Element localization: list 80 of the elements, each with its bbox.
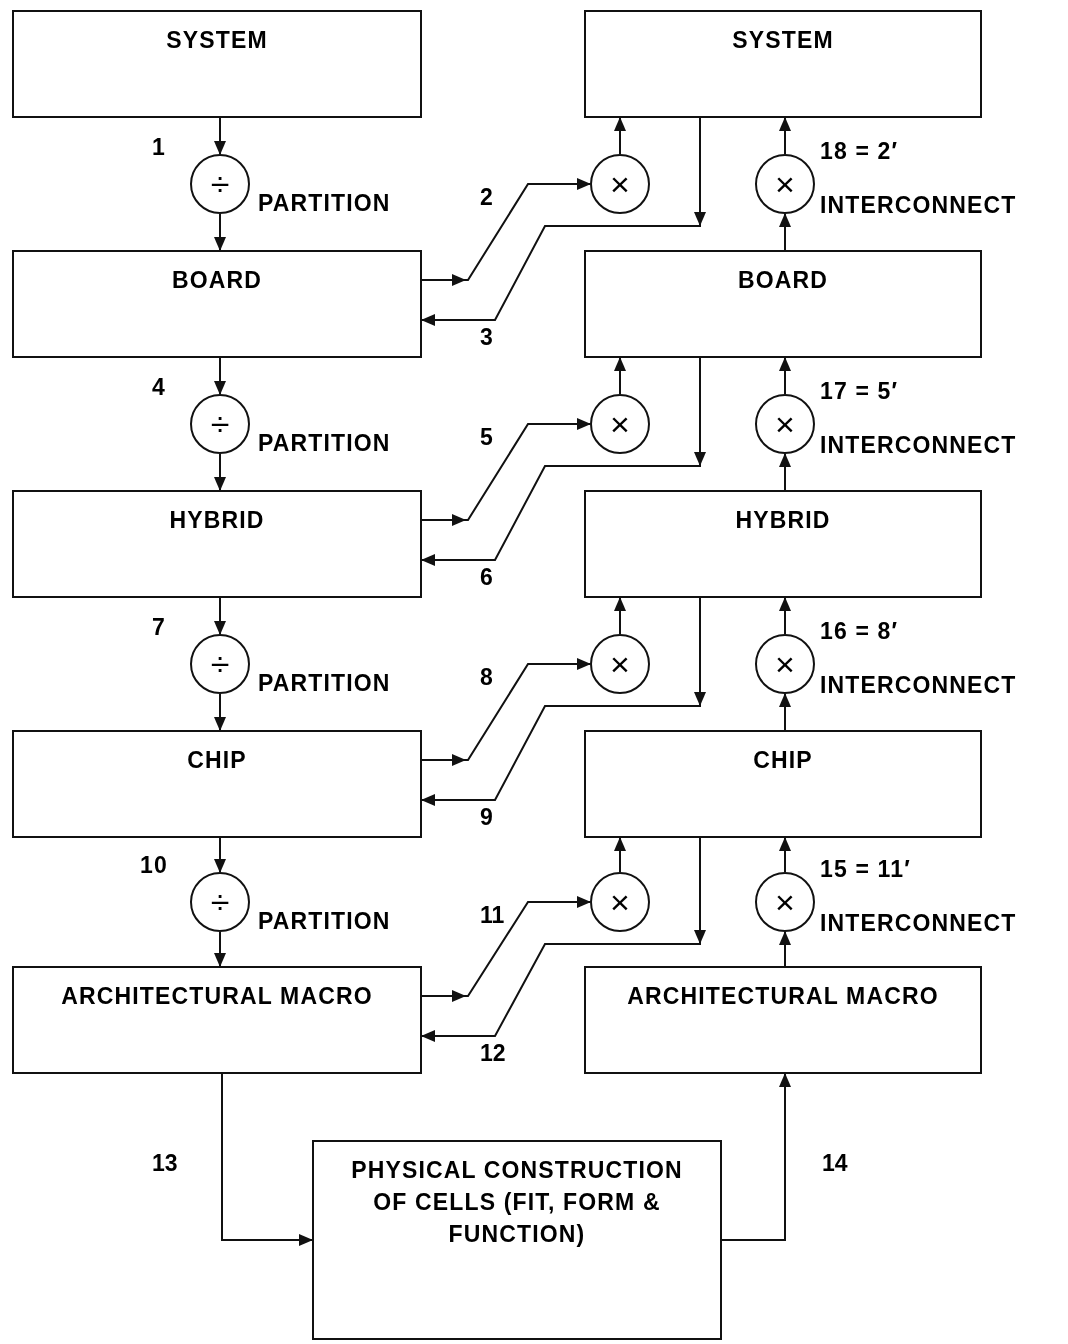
- box-title: ARCHITECTURAL MACRO: [61, 982, 373, 1011]
- arrow: [614, 597, 626, 635]
- arrow: [421, 418, 591, 526]
- operator-symbol: ×: [610, 167, 630, 201]
- level-box: [12, 10, 422, 118]
- arrow: [214, 453, 226, 491]
- arrow: [779, 213, 791, 251]
- operator-symbol: ÷: [210, 407, 230, 441]
- box-title: SYSTEM: [732, 26, 834, 55]
- level-box: [12, 730, 422, 838]
- arrow: [214, 837, 226, 873]
- arrow: [779, 357, 791, 395]
- level-box: [12, 250, 422, 358]
- operator-symbol: ×: [775, 167, 795, 201]
- box-title: SYSTEM: [166, 26, 268, 55]
- operator-symbol: ×: [775, 407, 795, 441]
- operator-symbol: ×: [610, 885, 630, 919]
- box-title: HYBRID: [169, 506, 265, 535]
- step-number: 7: [152, 616, 166, 639]
- step-number: 17 = 5′: [820, 380, 899, 403]
- arrow: [214, 931, 226, 967]
- box-title: HYBRID: [735, 506, 831, 535]
- operator-symbol: ×: [610, 407, 630, 441]
- arrow: [721, 1073, 791, 1241]
- step-label: INTERCONNECT: [820, 434, 1017, 457]
- level-box: [12, 490, 422, 598]
- box-title: CHIP: [187, 746, 247, 775]
- step-number: 15 = 11′: [820, 858, 911, 881]
- step-number: 10: [140, 854, 168, 877]
- arrow: [421, 357, 706, 566]
- arrow: [214, 357, 226, 395]
- step-label: PARTITION: [258, 672, 391, 695]
- arrow: [614, 117, 626, 155]
- box-title: CHIP: [753, 746, 813, 775]
- step-label: PARTITION: [258, 192, 391, 215]
- arrow: [614, 837, 626, 873]
- arrow: [614, 357, 626, 395]
- level-box: [584, 730, 982, 838]
- arrow: [779, 931, 791, 967]
- step-number: 1: [152, 136, 166, 159]
- step-number: 18 = 2′: [820, 140, 899, 163]
- step-label: INTERCONNECT: [820, 912, 1017, 935]
- box-title: BOARD: [737, 266, 829, 295]
- operator-symbol: ÷: [210, 647, 230, 681]
- arrow: [779, 597, 791, 635]
- step-label: PARTITION: [258, 432, 391, 455]
- arrow: [214, 597, 226, 635]
- level-box: [312, 1140, 722, 1340]
- arrow: [421, 837, 706, 1042]
- step-number: 4: [152, 376, 166, 399]
- step-label: PARTITION: [258, 910, 391, 933]
- arrow: [779, 693, 791, 731]
- operator-symbol: ÷: [210, 167, 230, 201]
- arrow: [779, 117, 791, 155]
- box-title: ARCHITECTURAL MACRO: [627, 982, 939, 1011]
- operator-symbol: ×: [610, 647, 630, 681]
- level-box: [12, 966, 422, 1074]
- arrow: [421, 178, 591, 286]
- operator-symbol: ÷: [210, 885, 230, 919]
- level-box: [584, 250, 982, 358]
- level-box: [584, 10, 982, 118]
- step-label: INTERCONNECT: [820, 674, 1017, 697]
- arrow: [421, 117, 706, 326]
- arrow: [421, 597, 706, 806]
- level-box: [584, 490, 982, 598]
- arrow: [779, 453, 791, 491]
- level-box: [584, 966, 982, 1074]
- arrow: [214, 213, 226, 251]
- arrow: [214, 117, 226, 155]
- operator-symbol: ×: [775, 885, 795, 919]
- step-number: 16 = 8′: [820, 620, 899, 643]
- box-title: PHYSICAL CONSTRUCTION OF CELLS (FIT, FORM & FUNCTION): [350, 1156, 684, 1249]
- operator-symbol: ×: [775, 647, 795, 681]
- arrow: [214, 693, 226, 731]
- box-title: BOARD: [171, 266, 263, 295]
- arrow: [421, 658, 591, 766]
- arrow: [221, 1073, 313, 1246]
- arrow: [779, 837, 791, 873]
- arrow: [421, 896, 591, 1002]
- step-label: INTERCONNECT: [820, 194, 1017, 217]
